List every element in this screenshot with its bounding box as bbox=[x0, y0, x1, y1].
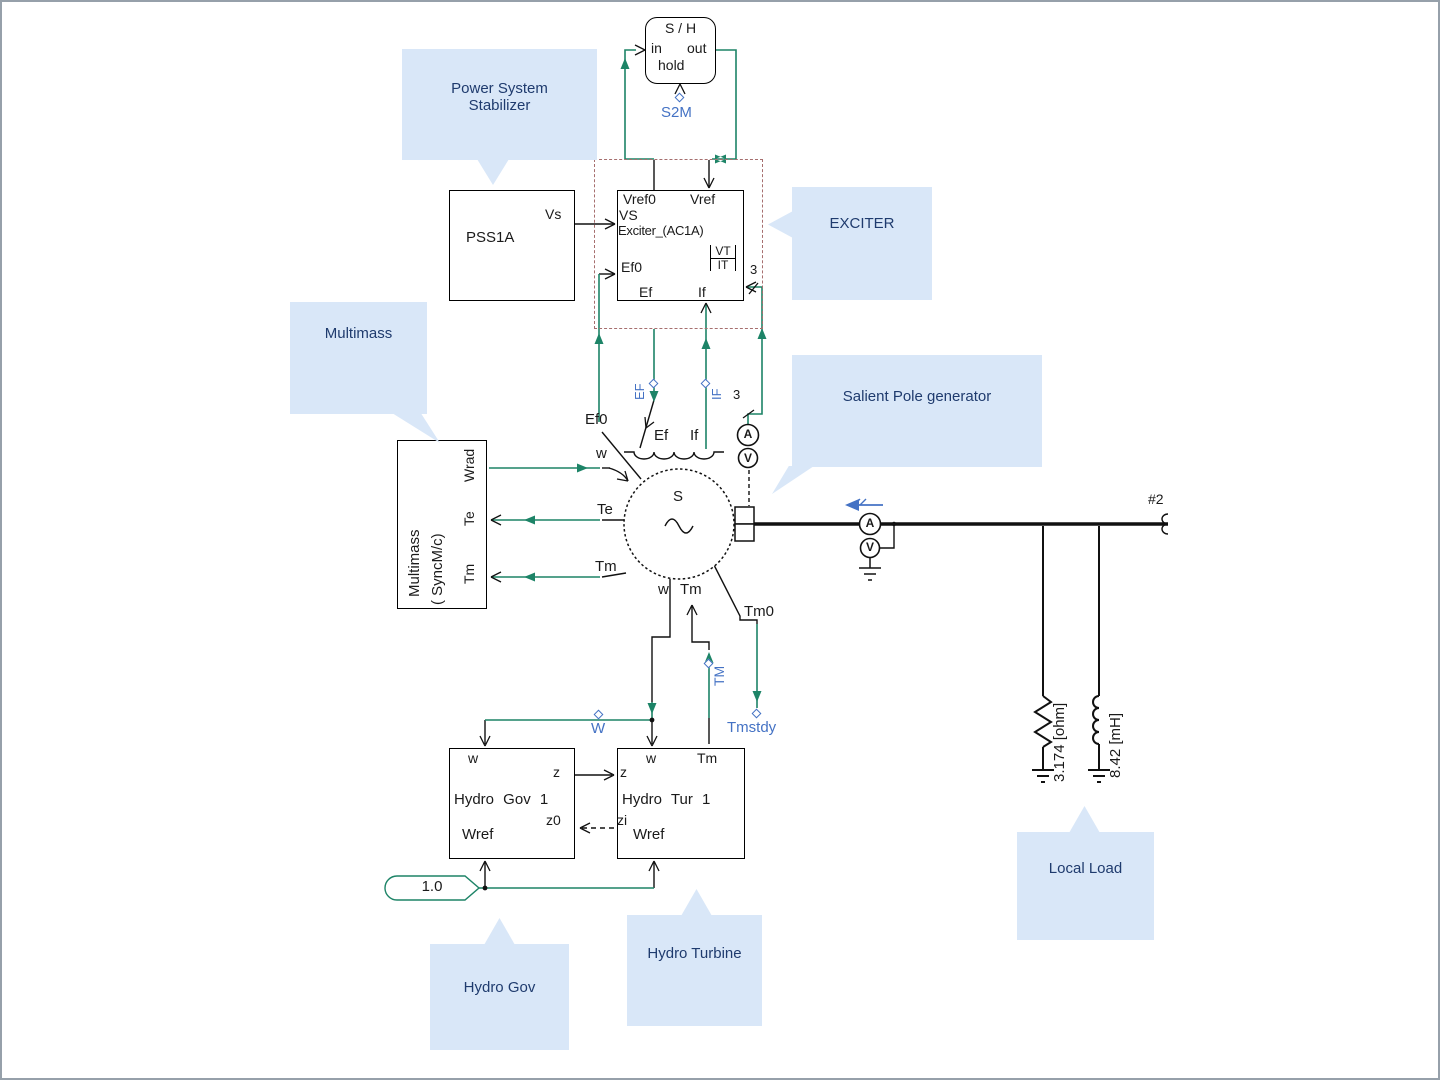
s2m-label[interactable]: S2M bbox=[661, 104, 692, 121]
multimass-port-wrad: Wrad bbox=[461, 448, 477, 482]
gen-port-tm0: Tm0 bbox=[744, 603, 774, 620]
synchronous-machine[interactable] bbox=[623, 468, 755, 580]
tur-port-zi: zi bbox=[617, 812, 628, 828]
callout-gov-text: Hydro Gov bbox=[463, 978, 536, 996]
tur-name: Hydro Tur 1 bbox=[622, 791, 711, 808]
pss1a-port-vs: Vs bbox=[545, 206, 562, 222]
callout-load-text: Local Load bbox=[1048, 860, 1123, 877]
bus-line[interactable] bbox=[754, 513, 1169, 535]
exciter-port-vref: Vref bbox=[690, 191, 716, 207]
transformer-tag: #2 bbox=[1148, 491, 1164, 507]
constant-value: 1.0 bbox=[421, 878, 443, 895]
bus-meter-ground bbox=[859, 558, 881, 581]
tur-port-w: w bbox=[646, 750, 657, 766]
exciter-port-vs: VS bbox=[619, 207, 638, 223]
ammeter-label-gen: A bbox=[743, 427, 753, 441]
sh-port-out: out bbox=[687, 40, 707, 56]
gov-port-z0: z0 bbox=[546, 812, 561, 828]
field-winding-if: If bbox=[690, 427, 699, 444]
exciter-name: Exciter_(AC1A) bbox=[618, 223, 704, 238]
exciter-vt-it-port: VT IT bbox=[710, 244, 736, 272]
tur-port-wref: Wref bbox=[633, 826, 665, 843]
tmstdy-label[interactable]: Tmstdy bbox=[727, 719, 777, 736]
callout-generator-text: Salient Pole generator bbox=[842, 387, 992, 405]
constant-source[interactable] bbox=[384, 875, 481, 901]
gen-port-tm: Tm bbox=[595, 558, 617, 575]
callout-pss-text: Power System Stabilizer bbox=[451, 79, 548, 114]
hydro-gov-block[interactable] bbox=[449, 748, 575, 859]
callout-generator[interactable]: Salient Pole generator bbox=[792, 355, 1042, 467]
gen-port-w: w bbox=[596, 445, 607, 462]
multimass-block[interactable] bbox=[397, 440, 487, 609]
gen-symbol: S bbox=[673, 488, 684, 505]
pss1a-block[interactable] bbox=[449, 190, 575, 301]
multimass-port-te: Te bbox=[461, 511, 477, 526]
if-label[interactable]: IF bbox=[709, 388, 724, 400]
callout-exciter-text: EXCITER bbox=[829, 215, 895, 232]
callout-exciter[interactable]: EXCITER bbox=[792, 187, 932, 300]
sh-port-hold: hold bbox=[658, 57, 685, 73]
ef-label[interactable]: EF bbox=[632, 383, 647, 400]
sh-title: S / H bbox=[664, 20, 697, 36]
ammeter-label-bus: A bbox=[865, 516, 875, 530]
callout-gov[interactable]: Hydro Gov bbox=[430, 944, 569, 1050]
pss1a-name: PSS1A bbox=[466, 229, 515, 246]
exciter-port-ef0: Ef0 bbox=[621, 259, 643, 275]
w-label[interactable]: W bbox=[591, 720, 606, 737]
exciter-group-box bbox=[594, 159, 763, 329]
callout-multimass-text: Multimass bbox=[324, 324, 393, 342]
bus-multimeter[interactable] bbox=[858, 512, 882, 559]
gen-port-te: Te bbox=[597, 501, 613, 518]
gov-port-w: w bbox=[468, 750, 479, 766]
sample-hold-block[interactable] bbox=[645, 17, 716, 84]
generator-multimeter[interactable] bbox=[736, 423, 760, 469]
vt-label: VT bbox=[715, 244, 731, 258]
callout-load[interactable]: Local Load bbox=[1017, 832, 1154, 940]
inductor-value: 8.42 [mH] bbox=[1107, 712, 1124, 778]
load-resistor[interactable] bbox=[1032, 526, 1054, 783]
black-wires bbox=[484, 160, 895, 888]
callout-pss[interactable]: Power System Stabilizer bbox=[402, 49, 597, 160]
tur-port-tm: Tm bbox=[697, 750, 718, 766]
voltmeter-label-bus: V bbox=[865, 540, 874, 554]
three-phase-tag-meter: 3 bbox=[733, 387, 741, 402]
sh-port-in: in bbox=[651, 40, 662, 56]
hydro-tur-block[interactable] bbox=[617, 748, 745, 859]
resistor-value: 3.174 [ohm] bbox=[1051, 702, 1068, 782]
gov-port-z: z bbox=[553, 764, 560, 780]
gov-port-wref: Wref bbox=[462, 826, 494, 843]
signal-arrows bbox=[524, 58, 767, 714]
callout-multimass[interactable]: Multimass bbox=[290, 302, 427, 414]
multimass-subtitle: ( SyncM/c) bbox=[429, 533, 446, 605]
voltmeter-label-gen: V bbox=[743, 451, 752, 465]
gov-name: Hydro Gov 1 bbox=[454, 791, 549, 808]
exciter-port-vref0: Vref0 bbox=[623, 191, 656, 207]
gen-port-ef0: Ef0 bbox=[585, 411, 608, 428]
exciter-port-ef: Ef bbox=[639, 284, 653, 300]
multimass-title: Multimass bbox=[406, 529, 423, 597]
junction-dots bbox=[482, 521, 897, 891]
exciter-port-if: If bbox=[698, 284, 706, 300]
callout-turbine[interactable]: Hydro Turbine bbox=[627, 915, 762, 1026]
tur-port-z: z bbox=[620, 764, 627, 780]
multimass-port-tm: Tm bbox=[461, 563, 477, 584]
load-inductor[interactable] bbox=[1088, 526, 1110, 783]
field-winding-ef: Ef bbox=[654, 427, 669, 444]
three-phase-tag-exciter: 3 bbox=[750, 262, 758, 277]
it-label: IT bbox=[711, 257, 735, 272]
gen-port-tm-bottom: Tm bbox=[680, 581, 702, 598]
port-arrows bbox=[479, 44, 759, 872]
gen-port-w-bottom: w bbox=[658, 581, 669, 598]
exciter-block[interactable] bbox=[617, 190, 744, 301]
tm-label[interactable]: TM bbox=[711, 665, 727, 686]
callout-turbine-text: Hydro Turbine bbox=[647, 944, 742, 962]
flow-arrow bbox=[845, 498, 883, 511]
